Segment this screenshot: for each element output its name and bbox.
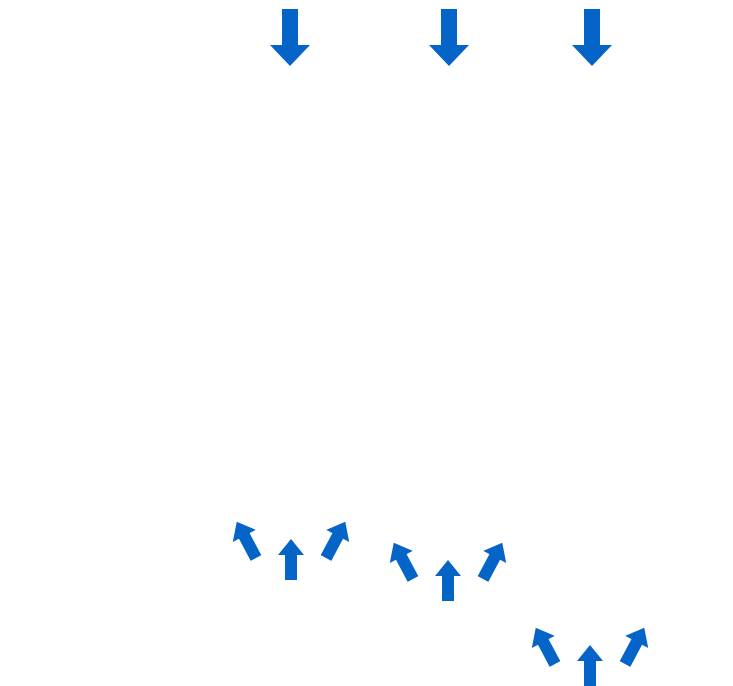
- bottom-arrow-group: [382, 536, 514, 601]
- arrow-down-icon: [572, 9, 612, 66]
- bottom-arrow-group: [524, 621, 656, 686]
- arrow-down-icon: [429, 9, 469, 66]
- arrow-up-right-icon: [613, 621, 656, 671]
- arrow-up-icon: [435, 560, 461, 601]
- arrow-up-right-icon: [471, 536, 514, 586]
- arrow-down-icon: [270, 9, 310, 66]
- arrow-up-right-icon: [314, 515, 357, 565]
- arrow-up-left-icon: [382, 536, 425, 586]
- arrow-up-icon: [577, 645, 603, 686]
- top-arrows: [270, 9, 612, 66]
- arrow-up-left-icon: [524, 621, 567, 671]
- arrow-up-icon: [278, 539, 304, 580]
- bottom-arrow-group: [225, 515, 357, 580]
- arrow-up-left-icon: [225, 515, 268, 565]
